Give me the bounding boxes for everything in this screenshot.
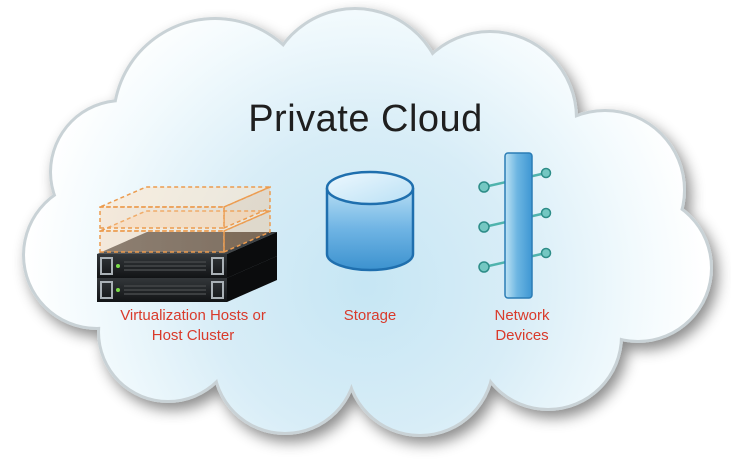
label-line: Network (494, 307, 550, 324)
label-line: Storage (343, 307, 397, 324)
server-unit (97, 232, 277, 278)
switch-bar (504, 152, 533, 299)
label-line: Host Cluster (151, 327, 235, 345)
ghost-server-unit (99, 209, 271, 254)
label-line: Devices (495, 327, 549, 345)
storage-cylinder-icon (325, 170, 415, 272)
network-devices-label: Network Devices (462, 306, 582, 347)
connector-dots (478, 167, 552, 273)
server-stack-icon (97, 185, 277, 302)
virtualization-hosts-label: Virtualization Hosts or Host Cluster (88, 306, 298, 347)
label-line: Virtualization Hosts or (120, 307, 266, 324)
network-switch-icon (478, 152, 552, 299)
storage-label: Storage (308, 306, 432, 326)
diagram-title: Private Cloud (248, 98, 483, 140)
ghost-server-unit (99, 185, 271, 230)
